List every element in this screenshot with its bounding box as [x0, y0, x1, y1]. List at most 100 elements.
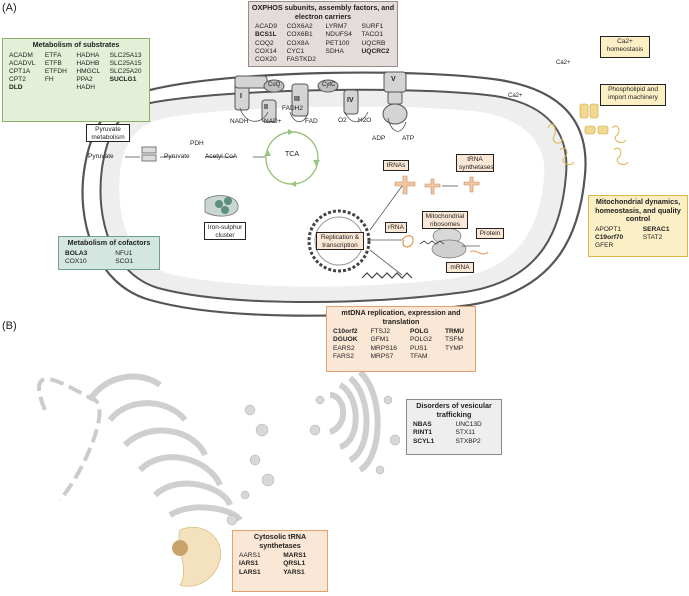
oxphos-gene: COX6B1	[286, 31, 313, 39]
oxphos-gene: COX6A2	[286, 23, 313, 31]
phospholipid-label: Phospholipid and import machinery	[600, 84, 666, 106]
adp-label: ADP	[372, 135, 386, 142]
complex-ii-label: II	[264, 104, 268, 111]
mtdna-gene: C10orf2	[333, 328, 358, 336]
golgi-stack	[309, 369, 401, 475]
mtdna-box: mtDNA replication, expression and transl…	[326, 306, 476, 372]
mtdna-gene: POLG2	[409, 336, 432, 344]
o2-label: O2	[338, 117, 347, 124]
substrates-gene: PPA2	[76, 76, 93, 84]
trna-molecules	[394, 175, 480, 195]
nad-label: NAD+	[264, 118, 282, 125]
substrates-gene: ETFDH	[44, 68, 67, 75]
substrates-title: Metabolism of substrates	[32, 40, 120, 49]
cofactors-gene: COX10	[65, 257, 87, 265]
dynamics-gene	[643, 242, 683, 250]
oxphos-gene	[326, 56, 356, 64]
substrates-gene: ACADM	[9, 51, 33, 59]
substrates-gene: HADHB	[76, 59, 100, 67]
cofactors-gene: NFU1	[115, 249, 133, 257]
oxphos-gene: COX8A	[286, 39, 309, 47]
substrates-gene: HMGCL	[76, 68, 101, 75]
substrates-gene: SUCLG1	[109, 76, 137, 84]
substrates-gene: ACADVL	[9, 59, 36, 67]
mtdna-gene: FARS2	[333, 352, 354, 360]
oxphos-gene: NDUFS4	[325, 31, 352, 39]
substrates-gene: SLC25A20	[109, 68, 142, 75]
substrates-gene: CPT2	[9, 76, 26, 84]
vesicular-gene: STX11	[455, 429, 476, 437]
replication-label: Replication & transcription	[316, 232, 364, 250]
etc-complexes	[234, 71, 408, 125]
ca-homeostasis-label: Ca2+ homeostasis	[600, 36, 650, 58]
fad-label: FAD	[305, 118, 318, 125]
pyruvate-inner-label: Pyruvate	[164, 153, 190, 160]
oxphos-gene: SDHA	[325, 47, 344, 55]
substrates-gene: HADH	[76, 84, 95, 92]
trna-gene: AARS1	[239, 552, 261, 560]
mtdna-gene: EARS2	[333, 344, 355, 352]
pyruvate-outer-label: Pyruvate	[88, 153, 114, 160]
dynamics-gene: GFER	[595, 242, 614, 250]
mtdna-gene: GFM1	[370, 336, 389, 344]
mtdna-gene: TSFM	[444, 336, 463, 344]
substrates-gene	[110, 84, 145, 92]
dynamics-gene: SERAC1	[642, 225, 670, 233]
cofactors-title: Metabolism of cofactors	[67, 238, 151, 247]
cofactors-gene: SCO1	[115, 257, 134, 265]
complex-iii-label: III	[294, 96, 300, 103]
mtdna-gene: DGUOK	[333, 336, 358, 344]
mrna-label: mRNA	[446, 262, 474, 273]
rrna-label: rRNA	[385, 222, 407, 233]
mtdna-gene: MRPS16	[370, 344, 397, 352]
pyruvate-metabolism-label: Pyruvate metabolism	[86, 124, 130, 142]
substrates-gene: ETFB	[44, 59, 62, 67]
oxphos-gene	[362, 56, 393, 64]
dynamics-gene: C19orf70	[595, 233, 624, 241]
coq-label: CoQ	[268, 82, 281, 88]
trna-gene: IARS1	[239, 560, 259, 568]
dynamics-box: Mitochondrial dynamics, homeostasis, and…	[588, 195, 688, 257]
tca-label: TCA	[285, 151, 299, 158]
panel-label-a: (A)	[2, 2, 17, 14]
trna-synthetases-label: tRNA synthetases	[456, 154, 494, 172]
trna-gene: YARS1	[283, 568, 305, 576]
cofactors-gene: BOLA3	[65, 249, 88, 257]
complex-v-label: V	[391, 76, 396, 83]
oxphos-gene: COX14	[255, 47, 277, 55]
oxphos-gene: TACO1	[361, 31, 384, 39]
ca-transporters	[579, 103, 609, 135]
vesicular-gene: STXBP2	[455, 437, 481, 445]
mito-ribosomes-label: Mitochondrial ribosomes	[422, 211, 468, 229]
pyruvate-carrier	[141, 146, 157, 162]
trna-gene: QRSL1	[283, 560, 306, 568]
complex-i-label: I	[240, 93, 242, 100]
nadh-label: NADH	[230, 118, 249, 125]
mtdna-gene: POLG	[409, 328, 429, 336]
trnas-label: tRNAs	[383, 160, 409, 171]
mito-ribosome	[431, 227, 467, 259]
mtdna-gene: TFAM	[409, 352, 428, 360]
panel-label-b: (B)	[2, 320, 17, 332]
substrates-gene: HADHA	[76, 51, 100, 59]
mtdna-ring	[307, 209, 371, 273]
mtdna-gene: TYMP	[444, 344, 464, 352]
fadh2-label: FADH2	[282, 105, 303, 112]
dynamics-gene: APOPT1	[595, 225, 622, 233]
oxphos-gene: ACAD9	[255, 23, 277, 31]
oxphos-gene: PET100	[325, 39, 350, 47]
dynamics-gene: STAT2	[642, 233, 663, 241]
trna-gene: MARS1	[283, 552, 307, 560]
substrates-gene	[45, 84, 70, 92]
substrates-gene: SLC25A15	[109, 59, 142, 67]
substrates-gene: FH	[44, 76, 54, 84]
oxphos-box: OXPHOS subunits, assembly factors, and e…	[248, 1, 398, 67]
protein-label: Protein	[476, 228, 504, 239]
pdh-label: PDH	[190, 140, 204, 147]
